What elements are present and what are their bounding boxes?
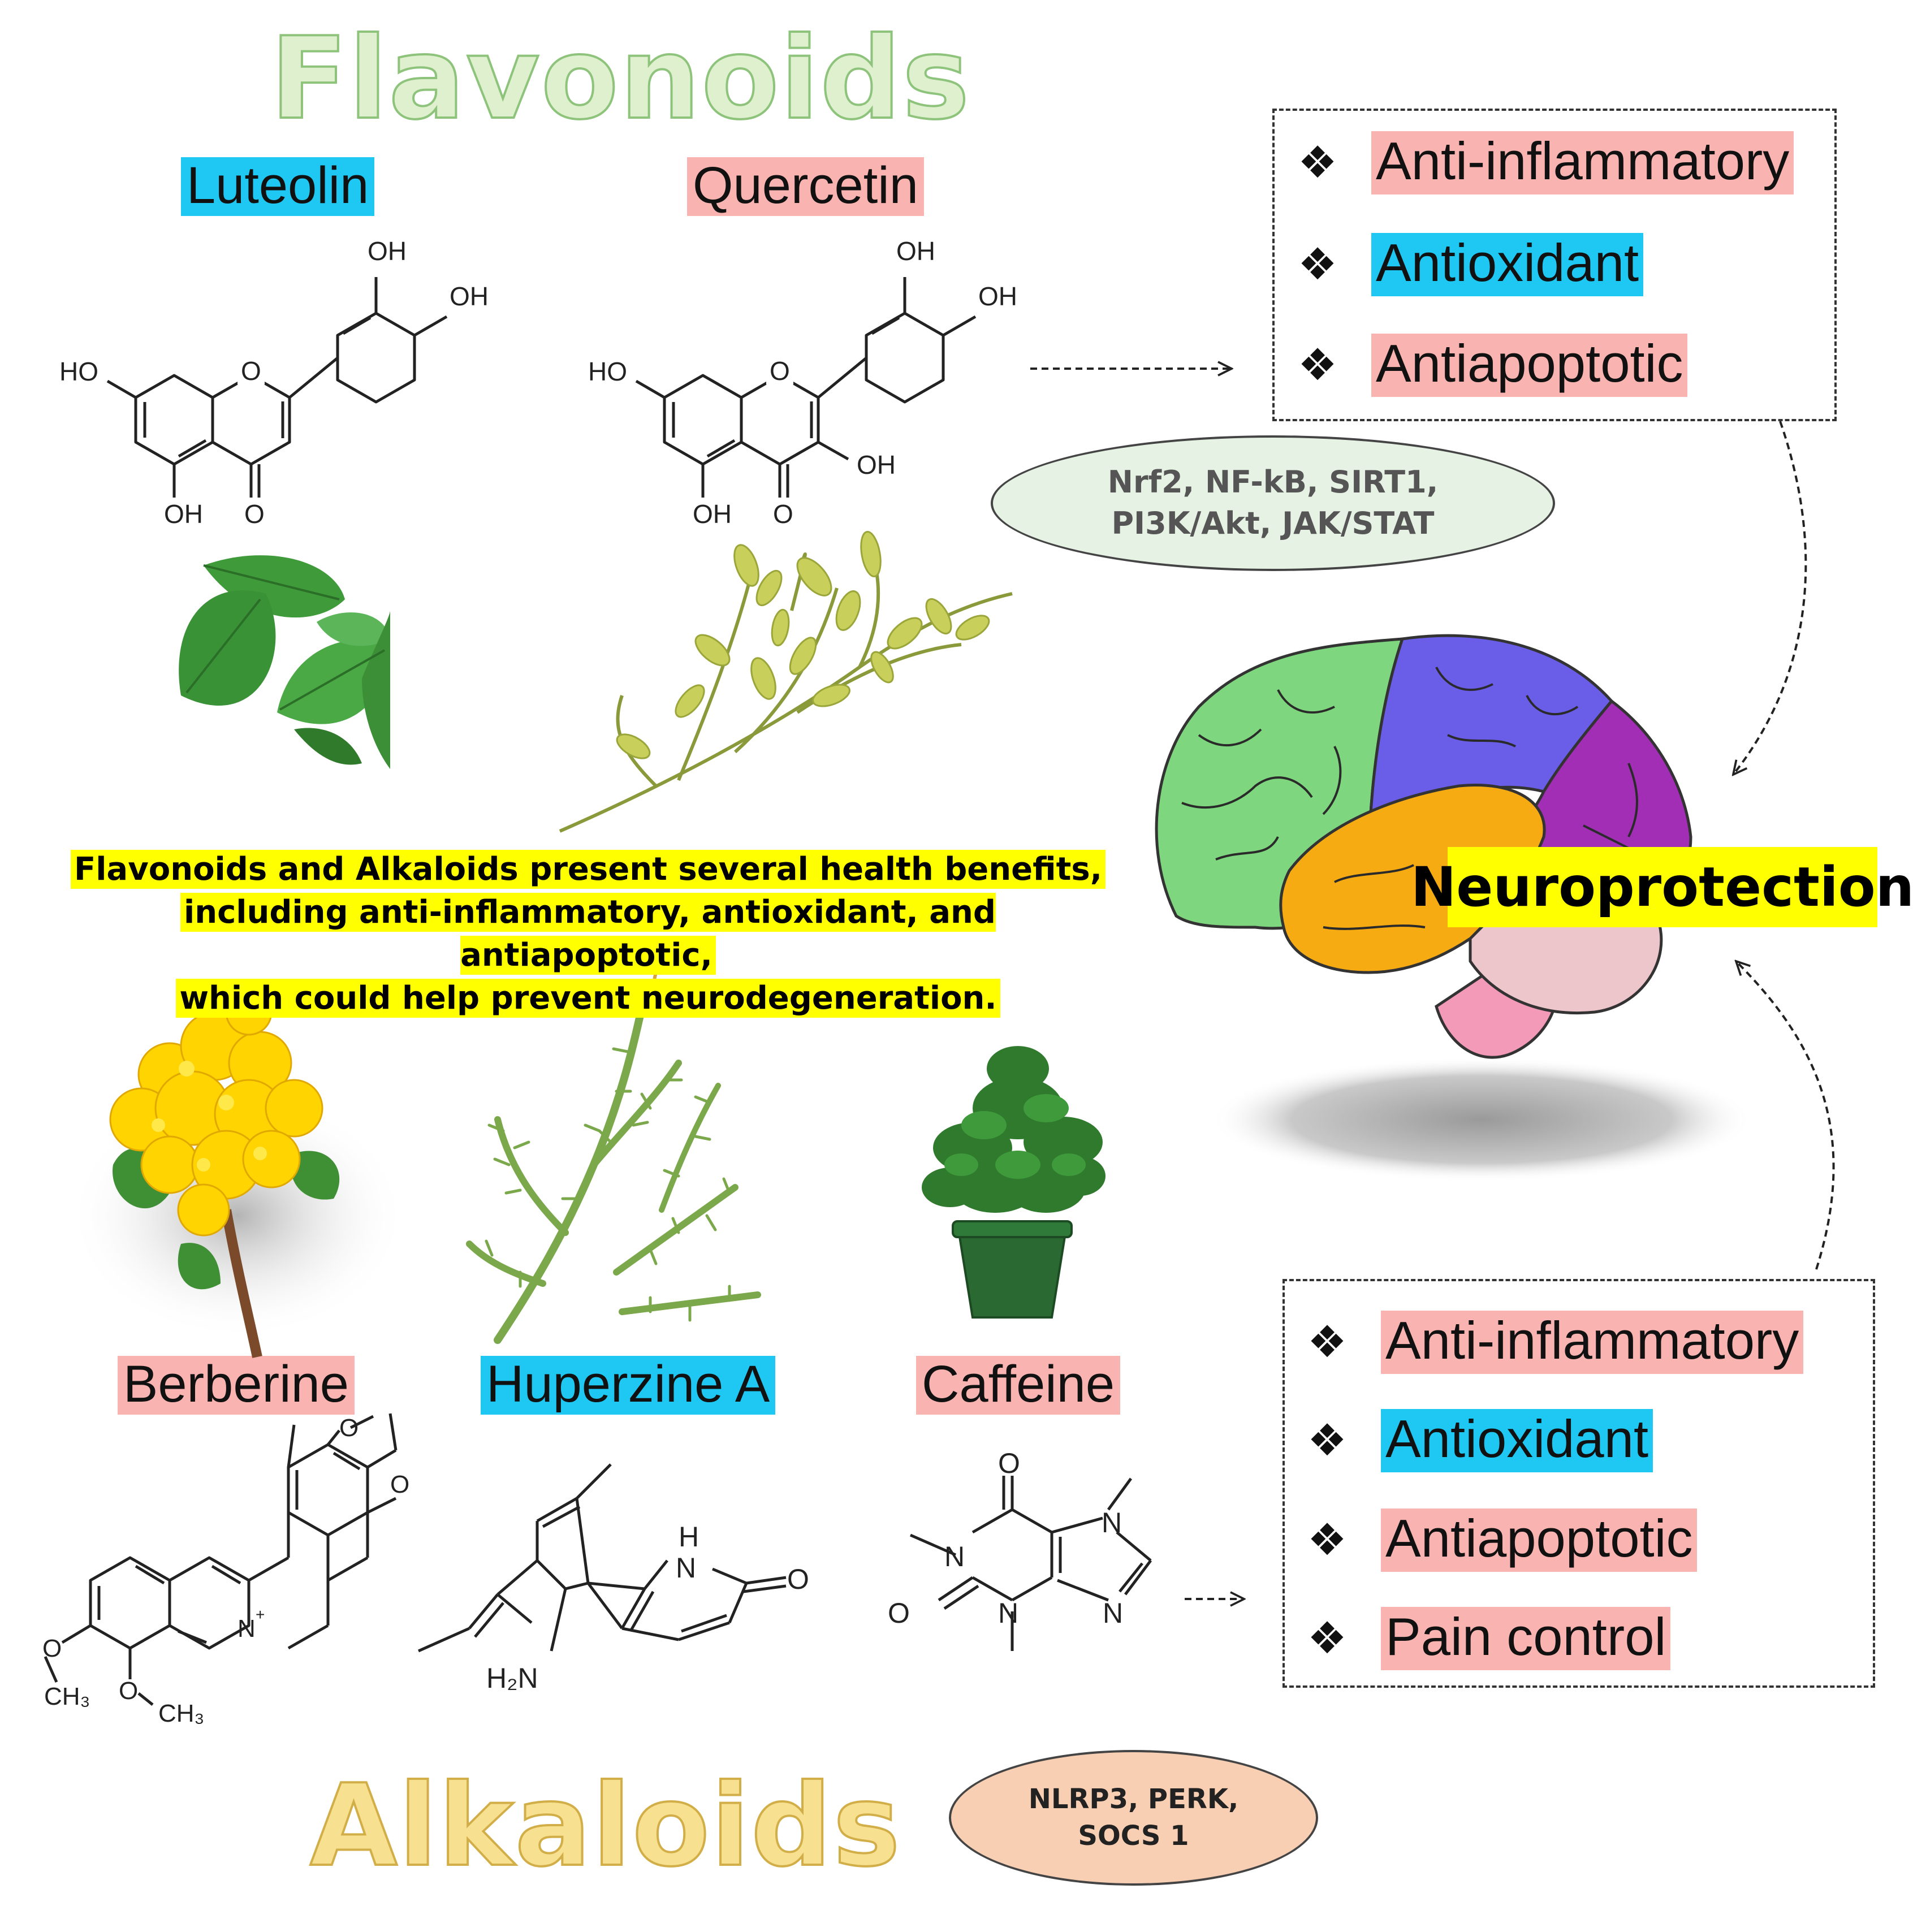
clubmoss-plant-icon — [466, 971, 761, 1344]
luteolin-oh-right: OH — [450, 282, 489, 311]
huperzine-n: N — [676, 1552, 696, 1584]
neuroprotection-label: Neuroprotection — [1411, 847, 1913, 927]
diamond-bullet-icon: ❖ — [1307, 1515, 1347, 1566]
berberine-plus: + — [256, 1606, 265, 1623]
berberine-n: N — [237, 1615, 256, 1643]
flavonoid-pathways-oval: Nrf2, NF-kB, SIRT1, PI3K/Akt, JAK/STAT — [991, 435, 1555, 571]
luteolin-oh-top: OH — [368, 236, 407, 266]
alkaloid-benefits-to-brain-arrow — [1736, 961, 1835, 1270]
berberine-structure — [44, 1413, 398, 1706]
berberine-o-top: O — [339, 1414, 359, 1442]
flavonoid-benefit-1: ❖ Anti-inflammatory — [1298, 131, 1794, 195]
quercetin-oh-3: OH — [857, 450, 896, 479]
caffeine-structure — [909, 1476, 1152, 1651]
alkaloids-title: Alkaloids — [309, 1760, 902, 1892]
caffeine-o-left: O — [888, 1597, 910, 1629]
flavonoid-pathways-line2: PI3K/Akt, JAK/STAT — [1111, 505, 1435, 541]
luteolin-structure — [106, 277, 448, 498]
quercetin-oh-bottom: OH — [693, 499, 732, 529]
caffeine-o-top: O — [998, 1447, 1020, 1479]
diamond-bullet-icon: ❖ — [1307, 1415, 1347, 1466]
potted-coffee-plant-icon — [922, 1046, 1106, 1319]
flavonoid-pathways-line1: Nrf2, NF-kB, SIRT1, — [1107, 464, 1439, 500]
yellow-flower-icon — [68, 988, 407, 1358]
luteolin-ho: HO — [59, 357, 98, 386]
luteolin-o-keto: O — [244, 499, 265, 529]
quercetin-structure — [635, 277, 977, 498]
quercetin-o-ring: O — [770, 356, 790, 386]
berberine-o-2: O — [119, 1677, 138, 1705]
alkaloid-benefit-4: ❖ Pain control — [1307, 1607, 1671, 1670]
berberine-label: Berberine — [118, 1356, 355, 1415]
summary-callout: Flavonoids and Alkaloids present several… — [57, 848, 1120, 1021]
luteolin-oh-bottom: OH — [164, 499, 203, 529]
flavonoid-benefit-3: ❖ Antiapoptotic — [1298, 334, 1688, 397]
luteolin-label: Luteolin — [181, 157, 375, 216]
quercetin-label: Quercetin — [687, 157, 924, 216]
flavonoid-benefits-box — [1272, 109, 1837, 421]
huperzine-a-structure — [417, 1463, 787, 1653]
diamond-bullet-icon: ❖ — [1298, 137, 1337, 188]
berberine-ch3-1: CH₃ — [44, 1683, 90, 1710]
huperzine-a-label: Huperzine A — [481, 1356, 776, 1415]
summary-line-3: which could help prevent neurodegenerati… — [176, 979, 1000, 1018]
huperzine-h2n: H₂N — [486, 1662, 538, 1694]
berberine-ch3-2: CH₃ — [158, 1700, 204, 1727]
quercetin-oh-top: OH — [896, 236, 935, 266]
diamond-bullet-icon: ❖ — [1298, 239, 1337, 290]
caffeine-n9: N — [1103, 1597, 1123, 1629]
diamond-bullet-icon: ❖ — [1298, 340, 1337, 391]
quercetin-o-keto: O — [773, 499, 793, 529]
huperzine-h: H — [679, 1521, 699, 1553]
diamond-bullet-icon: ❖ — [1307, 1613, 1347, 1664]
flavonoid-benefits-to-brain-arrow — [1733, 421, 1807, 775]
alkaloid-pathways-line1: NLRP3, PERK, — [1028, 1783, 1239, 1816]
caffeine-label: Caffeine — [916, 1356, 1121, 1415]
alkaloid-benefit-1: ❖ Anti-inflammatory — [1307, 1311, 1804, 1374]
caffeine-n1: N — [944, 1541, 965, 1572]
caffeine-n3: N — [998, 1597, 1018, 1629]
soybean-plant-icon — [559, 531, 1013, 833]
summary-line-2: including anti-inflammatory, antioxidant… — [180, 893, 996, 975]
quercetin-ho: HO — [588, 357, 627, 386]
flavonoids-title: Flavonoids — [269, 13, 971, 145]
quercetin-oh-right: OH — [978, 282, 1017, 311]
caffeine-n7: N — [1102, 1507, 1122, 1538]
diamond-bullet-icon: ❖ — [1307, 1317, 1347, 1368]
berberine-o-1: O — [42, 1635, 62, 1662]
summary-line-1: Flavonoids and Alkaloids present several… — [70, 850, 1106, 889]
leaf-plant-icon — [179, 555, 390, 769]
alkaloid-benefit-3: ❖ Antiapoptotic — [1307, 1509, 1698, 1572]
alkaloid-pathways-line2: SOCS 1 — [1078, 1820, 1189, 1852]
alkaloid-benefit-2: ❖ Antioxidant — [1307, 1409, 1653, 1472]
berberine-o-right: O — [390, 1471, 409, 1498]
huperzine-o: O — [787, 1563, 809, 1595]
alkaloid-pathways-oval: NLRP3, PERK, SOCS 1 — [949, 1750, 1318, 1886]
alkaloid-benefits-box — [1282, 1279, 1875, 1688]
luteolin-o-ring: O — [241, 356, 261, 386]
flavonoid-benefit-2: ❖ Antioxidant — [1298, 233, 1644, 296]
